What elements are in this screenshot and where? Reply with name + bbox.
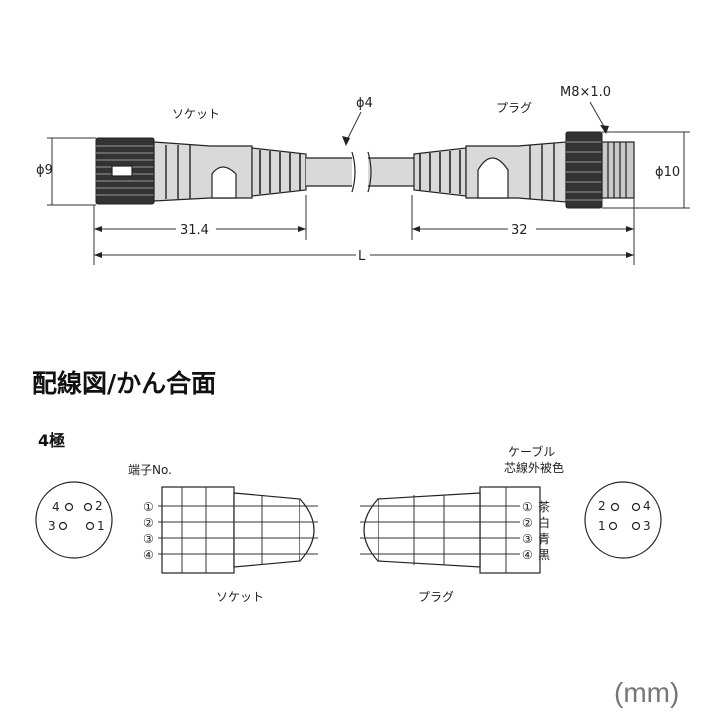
- total-length-label: L: [358, 249, 366, 264]
- pole-count: 4極: [38, 431, 65, 450]
- plug-connector: [413, 131, 635, 209]
- terminal-3: ③: [522, 532, 533, 546]
- unit-label: (mm): [614, 677, 679, 708]
- pin-label: 2: [598, 499, 606, 513]
- terminal-2: ②: [143, 516, 154, 530]
- wire-color-blue: 青: [538, 532, 550, 546]
- pin-label: 1: [598, 519, 606, 533]
- plug-label-top: プラグ: [496, 101, 532, 115]
- cable-label: ケーブル: [508, 444, 555, 459]
- thread-label: M8×1.0: [560, 85, 611, 100]
- plug-length-label: 32: [511, 223, 528, 238]
- terminal-1: ①: [143, 500, 154, 514]
- terminal-3: ③: [143, 532, 154, 546]
- socket-label-top: ソケット: [172, 107, 220, 121]
- socket-mating-face: 4 2 3 1: [35, 481, 113, 559]
- dimension-drawing: ϕ9: [36, 85, 690, 265]
- terminal-4: ④: [143, 548, 154, 562]
- wire-color-black: 黒: [538, 548, 550, 562]
- socket-diameter-label: ϕ9: [36, 163, 53, 178]
- cable-diameter-label: ϕ4: [356, 96, 373, 111]
- pin-label: 4: [643, 499, 651, 513]
- plug-diameter-label: ϕ10: [655, 165, 680, 180]
- socket-length-label: 31.4: [180, 223, 209, 238]
- terminal-1: ①: [522, 500, 533, 514]
- pin-label: 3: [643, 519, 651, 533]
- pin-label: 1: [97, 519, 105, 533]
- wire-color-brown: 茶: [538, 499, 550, 514]
- pin-label: 4: [52, 500, 60, 514]
- wire-color-white: 白: [538, 515, 550, 530]
- terminal-2: ②: [522, 516, 533, 530]
- wiring-schematic: ① ② ③ ④ ① ② ③ ④ 茶 白 青 黒: [143, 486, 550, 574]
- terminal-4: ④: [522, 548, 533, 562]
- pin-label: 3: [48, 519, 56, 533]
- cable: [306, 151, 414, 193]
- wiring-title: 配線図/かん合面: [32, 369, 216, 398]
- plug-mating-face: 2 4 1 3: [584, 481, 662, 559]
- plug-label-bottom: プラグ: [418, 590, 454, 604]
- pin-label: 2: [95, 499, 103, 513]
- wire-color-label: 芯線外被色: [504, 460, 564, 475]
- socket-label-bottom: ソケット: [216, 590, 264, 604]
- socket-connector: [95, 137, 307, 205]
- terminal-number-label: 端子No.: [128, 463, 172, 477]
